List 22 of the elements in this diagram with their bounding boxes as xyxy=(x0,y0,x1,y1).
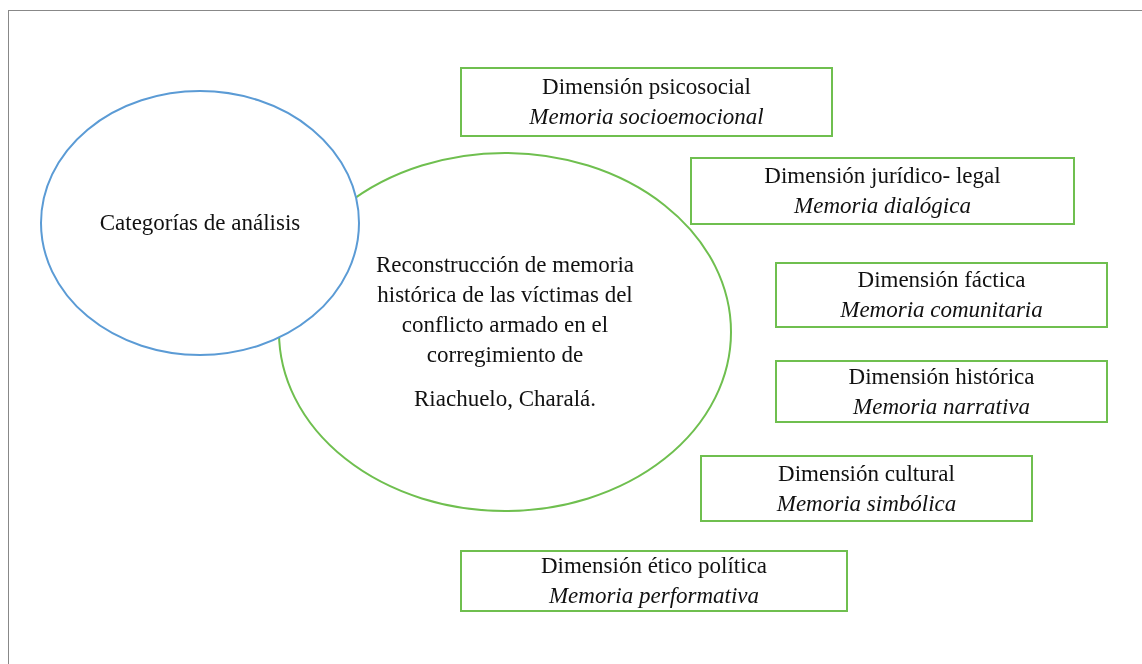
memory-type: Memoria narrativa xyxy=(853,392,1030,421)
dimension-title: Dimensión ético política xyxy=(540,552,768,581)
dimension-title: Dimensión jurídico- legal xyxy=(764,162,1001,191)
circle-sublabel: Riachuelo, Charalá. xyxy=(414,384,596,413)
circle-label: Reconstrucción de memoria histórica de las víctimas del conflicto armado en el corregimiento de xyxy=(375,251,635,369)
dimension-box xyxy=(460,550,848,612)
dimension-title: Dimensión fáctica xyxy=(857,266,1026,295)
dimension-title: Dimensión cultural xyxy=(778,459,955,488)
memory-type: Memoria simbólica xyxy=(776,489,957,518)
dimension-box xyxy=(690,157,1075,225)
ellipse xyxy=(40,90,360,356)
memory-type: Memoria socioemocional xyxy=(529,103,764,131)
memory-type: Memoria comunitaria xyxy=(840,296,1043,324)
dimension-box xyxy=(700,455,1033,522)
memory-type: Memoria dialógica xyxy=(794,192,971,220)
memory-type: Memoria performativa xyxy=(548,582,760,610)
circle-label: Categorías de análisis xyxy=(99,209,301,238)
dimension-box xyxy=(775,262,1108,328)
dimension-title: Dimensión histórica xyxy=(848,362,1035,391)
dimension-box xyxy=(775,360,1108,423)
dimension-box xyxy=(460,67,833,137)
dimension-title: Dimensión psicosocial xyxy=(542,73,751,102)
